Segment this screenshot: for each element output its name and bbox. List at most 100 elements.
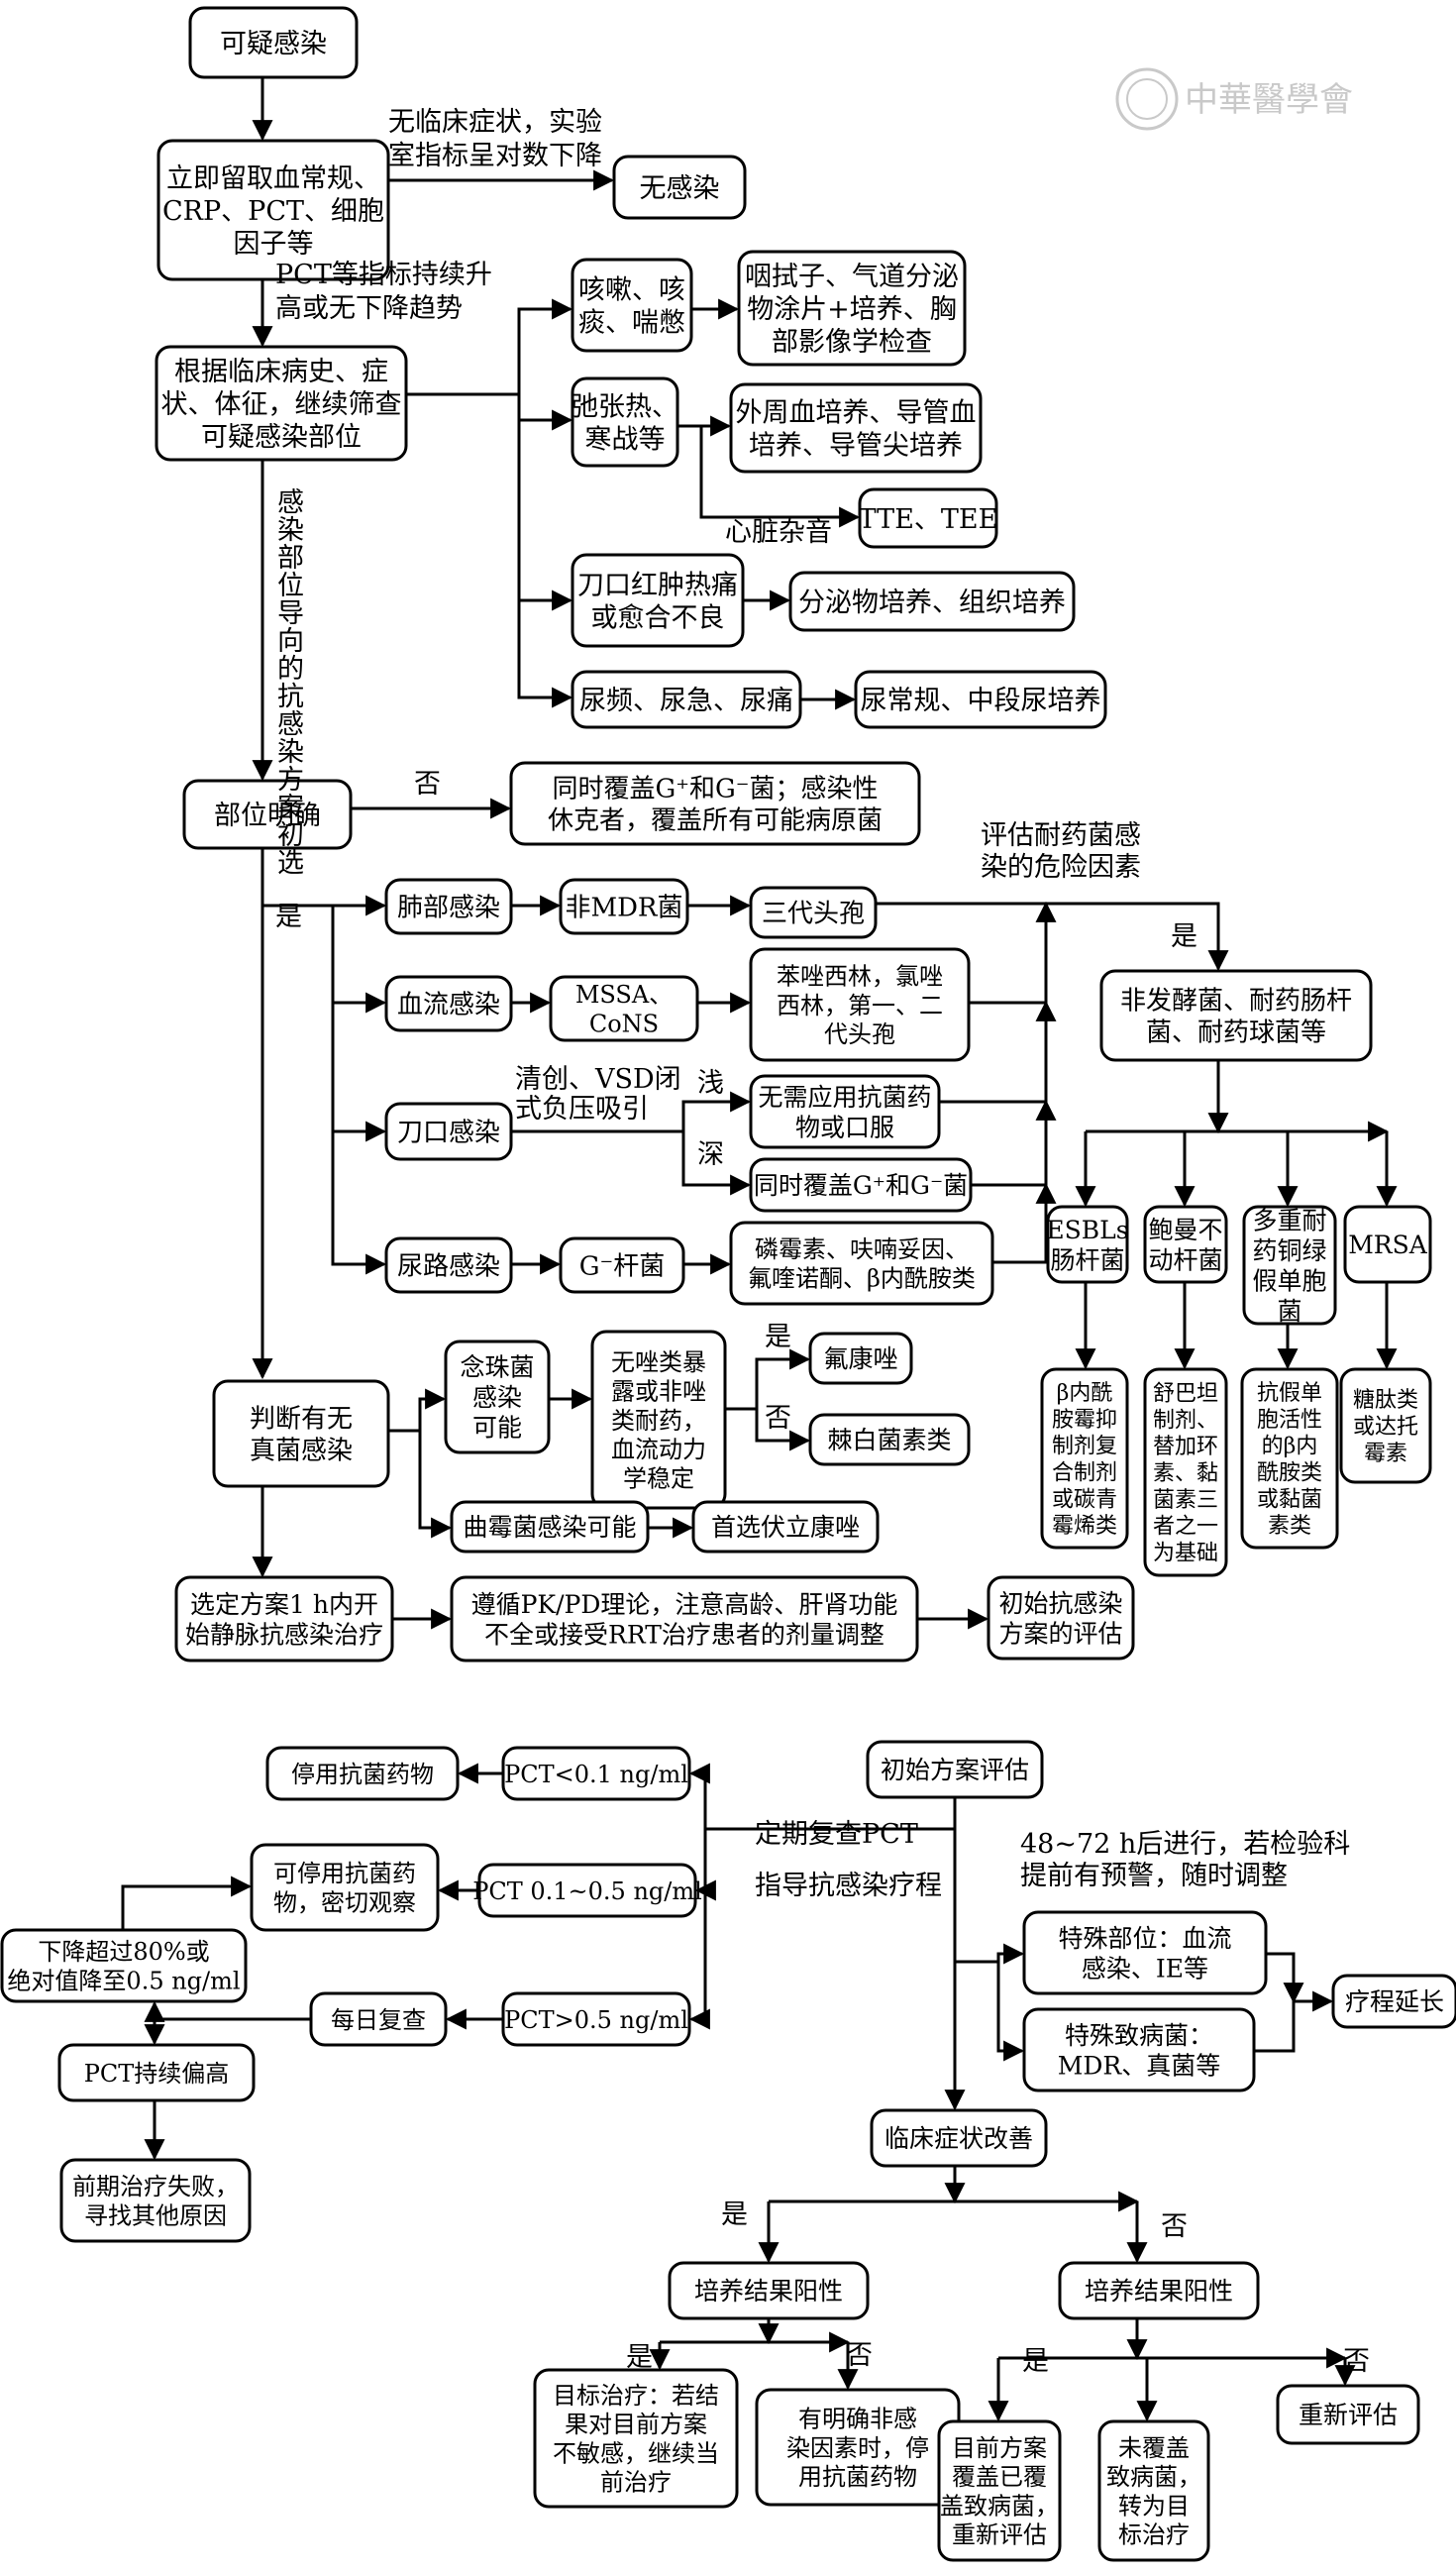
node-text: 感染、IE等 [1082, 1954, 1208, 1983]
edge-label-pct-recheck: 定期复查PCT [755, 1819, 918, 1850]
node-text: 始静脉抗感染治疗 [185, 1620, 383, 1649]
node-text: CoNS [589, 1010, 659, 1037]
node-text: 抗假单 [1257, 1381, 1322, 1406]
node-text: 致病菌， [1106, 2463, 1201, 2491]
node-text: PCT<0.1 ng/ml [504, 1761, 688, 1788]
edge-label-empiric: 方 [277, 765, 304, 796]
node-text: 霉烯类 [1052, 1514, 1117, 1539]
flow-arrow [418, 1431, 453, 1539]
node-box [737, 250, 967, 367]
node-secretion-culture: 分泌物培养、组织培养 [788, 571, 1076, 632]
node-text: 目标治疗：若结 [553, 2382, 719, 2410]
node-text: 果对目前方案 [565, 2411, 707, 2438]
node-text: 刀口感染 [397, 1119, 500, 1148]
node-text: 的β内 [1262, 1435, 1318, 1459]
node-text: 非发酵菌、耐药肠杆 [1120, 987, 1352, 1017]
node-text: 绝对值降至0.5 ng/ml [7, 1967, 240, 1994]
node-box [444, 1340, 551, 1454]
node-box [858, 487, 998, 549]
node-text: 三代头孢 [762, 900, 865, 929]
node-text: 无需应用抗菌药 [758, 1083, 931, 1112]
node-fluconazole: 氟康唑 [808, 1332, 913, 1385]
edge-label-empiric: 感 [277, 709, 304, 740]
node-text: 尿常规、中段尿培养 [861, 686, 1101, 716]
flow-arrow [1254, 1990, 1334, 2053]
edge-labels: 无临床症状，实验室指标呈对数下降PCT等指标持续升高或无下降趋势心脏杂音感染部位… [275, 107, 1370, 2377]
node-text: 下降超过80%或 [38, 1938, 209, 1966]
node-fosfo: 磷霉素、呋喃妥因、氟喹诺酮、β内酰胺类 [729, 1221, 994, 1306]
node-text: 弛张热、 [572, 391, 678, 422]
node-box [509, 761, 921, 846]
node-text: 菌、耐药球菌等 [1146, 1018, 1326, 1047]
node-text: 不全或接受RRT治疗患者的剂量调整 [484, 1620, 884, 1649]
node-text: 遵循PK/PD理论，注意高龄、肝肾功能 [471, 1590, 898, 1619]
node-text: 立即留取血常规、 [166, 163, 380, 194]
node-box [384, 1102, 513, 1161]
node-text: 前期治疗失败， [72, 2173, 239, 2200]
edge-label-pct-rising: 高或无下降趋势 [275, 293, 463, 324]
node-box [691, 1500, 880, 1554]
node-text: 刀口红肿热痛 [577, 570, 738, 600]
node-cover-gpn: 同时覆盖G⁺和G⁻菌 [749, 1157, 973, 1213]
node-text: 磷霉素、呋喃妥因、 [755, 1235, 969, 1263]
flow-arrow [511, 1091, 752, 1133]
node-text: 盖致病菌， [940, 2492, 1059, 2520]
node-text: 咽拭子、气道分泌 [745, 262, 959, 292]
node-uti: 尿路感染 [384, 1236, 513, 1294]
node-text: 根据临床病史、症 [174, 357, 388, 387]
edge-label-yes-site: 是 [275, 902, 302, 932]
node-prolong: 疗程延长 [1331, 1974, 1456, 2029]
node-text: 休克者，覆盖所有可能病原菌 [548, 805, 883, 835]
node-text: 制剂复 [1052, 1435, 1117, 1459]
node-text: 血流动力 [611, 1436, 706, 1463]
node-text: PCT 0.1~0.5 ng/ml [472, 1877, 702, 1905]
node-fail: 前期治疗失败，寻找其他原因 [59, 2158, 252, 2243]
flow-arrow [971, 1099, 1057, 1187]
node-tte: TTE、TEE [858, 487, 998, 549]
node-text: 鲍曼不 [1148, 1216, 1222, 1244]
flow-arrow [262, 904, 387, 1275]
edge-label-azole-yes: 是 [765, 1322, 791, 1352]
node-box [57, 2043, 256, 2102]
node-box [250, 1843, 440, 1932]
edge-label-risk-yes: 是 [1171, 921, 1197, 952]
node-text: 合制剂 [1052, 1460, 1117, 1485]
node-box [1240, 1367, 1339, 1550]
flow-arrow [388, 1388, 447, 1433]
watermark-logo: 中華醫學會 [1115, 67, 1353, 131]
node-box [571, 376, 679, 468]
node-third-ceph: 三代头孢 [749, 886, 878, 939]
edge-label-debride: 清创、VSD闭 [515, 1064, 681, 1095]
node-text: 未覆盖 [1118, 2434, 1190, 2462]
node-text: 痰、喘憋 [578, 307, 685, 338]
node-box [987, 1575, 1135, 1661]
edge-label-right-no: 否 [1343, 2346, 1370, 2377]
node-text: 菌 [1277, 1297, 1301, 1326]
node-text: 部影像学检查 [772, 327, 932, 358]
node-culture-pos-l: 培养结果阳性 [668, 2261, 870, 2320]
node-text: 外周血培养、导管血 [736, 397, 977, 428]
node-daily: 每日复查 [309, 1991, 448, 2047]
node-text: 物或口服 [795, 1113, 894, 1141]
node-text: 物，密切观察 [273, 1888, 416, 1916]
node-box [1339, 1367, 1432, 1484]
node-text: 目前方案 [952, 2434, 1047, 2462]
node-box [1331, 1974, 1456, 2029]
node-box [1040, 1367, 1129, 1550]
node-box [533, 2368, 739, 2509]
node-special-site: 特殊部位：血流感染、IE等 [1022, 1910, 1268, 1995]
edge-label-improve-yes: 是 [721, 2199, 748, 2230]
edge-label-left-no: 否 [846, 2340, 873, 2371]
node-text: 培养结果阳性 [694, 2277, 843, 2306]
node-box [1058, 2261, 1260, 2320]
